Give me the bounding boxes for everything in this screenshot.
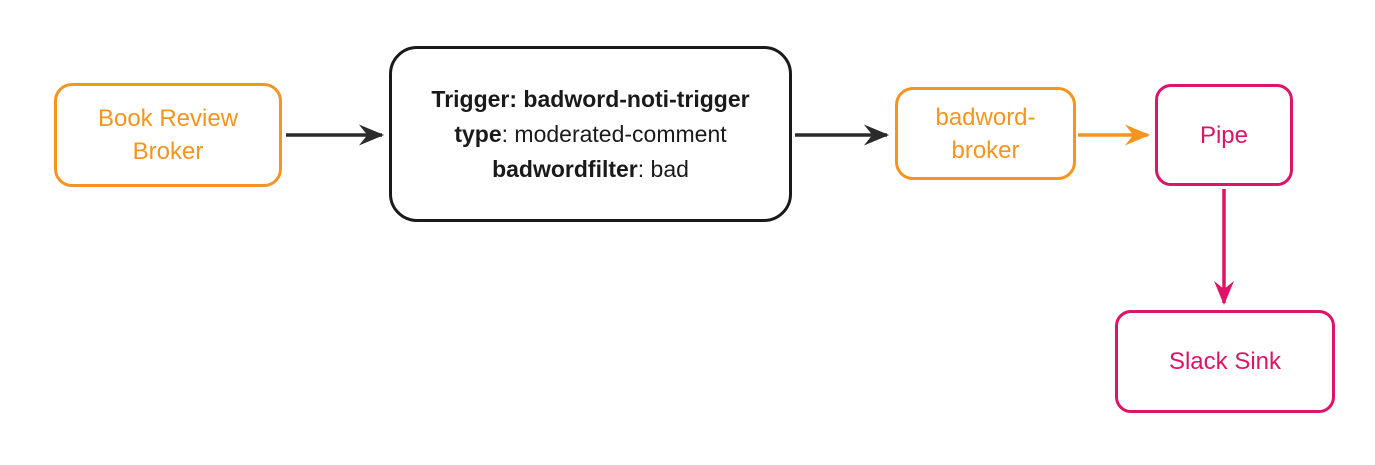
trigger-line-filter: badwordfilter: bad	[492, 152, 689, 187]
trigger-filter-value: : bad	[637, 155, 689, 182]
trigger-name-key: Trigger: badword-noti-trigger	[431, 85, 750, 112]
node-slack-sink-label: Slack Sink	[1168, 348, 1282, 375]
trigger-line-type: type: moderated-comment	[454, 117, 726, 152]
node-book-review-broker-label: Book Review Broker	[97, 105, 239, 165]
trigger-type-key: type	[454, 120, 502, 147]
node-trigger: Trigger: badword-noti-trigger type: mode…	[389, 46, 792, 222]
node-pipe: Pipe	[1155, 84, 1293, 186]
node-badword-broker-label: badword-broker	[935, 103, 1036, 164]
trigger-line-name: Trigger: badword-noti-trigger	[431, 82, 749, 117]
node-badword-broker: badword-broker	[895, 87, 1076, 180]
node-pipe-label: Pipe	[1199, 121, 1249, 149]
node-book-review-broker: Book Review Broker	[54, 83, 282, 187]
node-slack-sink: Slack Sink	[1115, 310, 1335, 413]
trigger-type-value: : moderated-comment	[501, 120, 727, 147]
trigger-filter-key: badwordfilter	[492, 155, 638, 182]
